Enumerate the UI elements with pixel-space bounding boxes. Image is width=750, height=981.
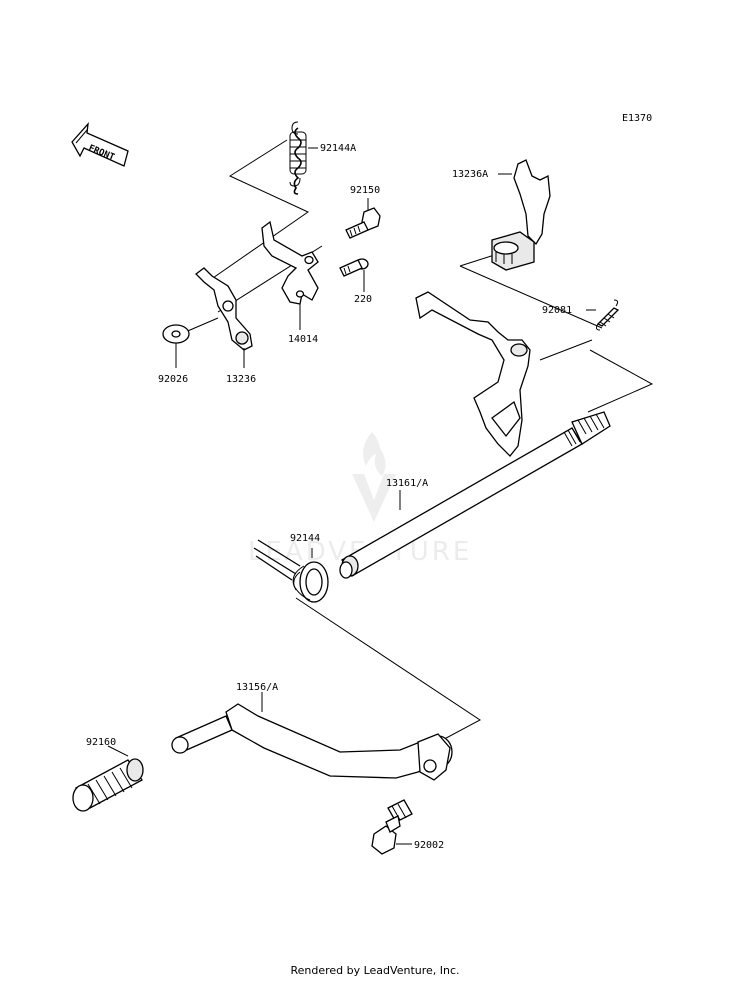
plate-14014 bbox=[261, 220, 319, 305]
return-spring-92144 bbox=[253, 539, 329, 603]
lever-13236 bbox=[195, 267, 253, 351]
shift-fork-13236a bbox=[491, 159, 551, 271]
label-92081: 92081 bbox=[542, 305, 572, 316]
bolt-92150 bbox=[345, 207, 381, 239]
label-13236a: 13236A bbox=[452, 169, 488, 180]
label-13161a: 13161/A bbox=[386, 478, 428, 489]
bolt-92002 bbox=[371, 799, 413, 855]
diagram-code: E1370 bbox=[622, 113, 652, 124]
pin-220 bbox=[339, 258, 369, 277]
washer-92026 bbox=[162, 324, 190, 344]
label-92144: 92144 bbox=[290, 533, 320, 544]
watermark: LEADVENTURE bbox=[248, 432, 469, 567]
label-92026: 92026 bbox=[158, 374, 188, 385]
label-92160: 92160 bbox=[86, 737, 116, 748]
label-14014: 14014 bbox=[288, 334, 318, 345]
label-92002: 92002 bbox=[414, 840, 444, 851]
shift-shaft-13161a bbox=[339, 291, 611, 579]
front-arrow-icon: FRONT bbox=[71, 122, 129, 167]
spring-92081 bbox=[595, 299, 620, 331]
label-13236: 13236 bbox=[226, 374, 256, 385]
label-92150: 92150 bbox=[350, 185, 380, 196]
label-13156a: 13156/A bbox=[236, 682, 278, 693]
spring-92144a bbox=[289, 121, 307, 195]
label-92144a: 92144A bbox=[320, 143, 356, 154]
label-220: 220 bbox=[354, 294, 372, 305]
rubber-92160 bbox=[72, 758, 144, 812]
footer-credit: Rendered by LeadVenture, Inc. bbox=[290, 964, 460, 977]
shift-pedal-13156a bbox=[171, 703, 453, 781]
